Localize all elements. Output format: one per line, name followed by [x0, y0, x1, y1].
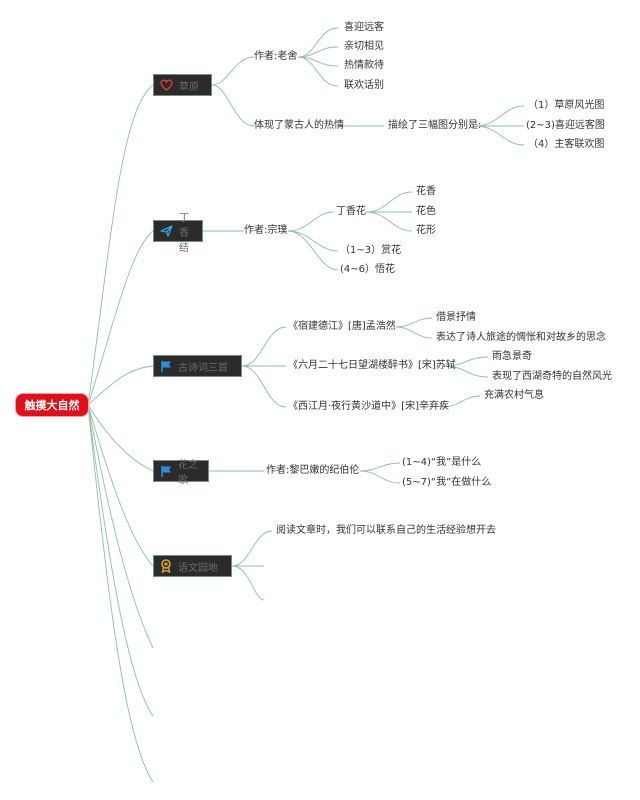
poem-note: 充满农村气息	[484, 390, 544, 401]
branch-node-grassland[interactable]: 草原	[153, 74, 212, 96]
point-text: 热情款待	[344, 60, 384, 71]
branch-label: 草原	[179, 81, 199, 93]
point-text: 联欢话别	[344, 80, 384, 91]
poem-title: 《西江月·夜行黄沙道中》[宋]辛弃疾	[288, 401, 449, 412]
part-text: (4~6）悟花	[340, 264, 396, 275]
poem-title: 《六月二十七日望湖楼醉书》[宋]苏轼	[288, 360, 456, 371]
flag-icon	[161, 360, 171, 372]
part-text: (5~7)“我”在做什么	[402, 477, 492, 488]
author-text: 作者:老舍	[254, 51, 298, 62]
sub-item-text: 花色	[416, 206, 436, 217]
paper-plane-icon	[160, 225, 173, 237]
theme-text: 体现了蒙古人的热情	[254, 120, 344, 131]
sub-text: 丁香花	[336, 206, 366, 217]
branch-node-ancient-poems[interactable]: 古诗词三首	[153, 355, 242, 377]
award-medal-icon	[161, 559, 171, 573]
flag-icon	[161, 465, 171, 477]
desc-text: 描绘了三幅图分别是:	[388, 120, 482, 131]
poem-note: 借景抒情	[436, 312, 476, 323]
poem-note: 雨急景奇	[492, 351, 532, 362]
branch-node-flower-song[interactable]: 花之歌	[153, 460, 209, 486]
author-text: 作者:黎巴嫩的纪伯伦	[266, 465, 360, 476]
root-node[interactable]: 触摸大自然	[16, 394, 88, 416]
branch-label: 丁香结	[179, 212, 189, 254]
picture-text: (2~3)喜迎远客图	[526, 120, 605, 131]
author-text: 作者:宗璞	[244, 225, 288, 236]
part-text: (1~4)“我”是什么	[402, 457, 482, 468]
poem-title: 《宿建德江》[唐]孟浩然	[288, 321, 396, 332]
poem-note: 表达了诗人旅途的惆怅和对故乡的思念	[436, 332, 606, 343]
heart-icon	[160, 79, 173, 91]
sub-item-text: 花香	[416, 186, 436, 197]
note-text: 阅读文章时，我们可以联系自己的生活经验想开去	[276, 525, 496, 536]
poem-note: 表现了西湖奇特的自然风光	[492, 371, 612, 382]
point-text: 亲切相见	[344, 41, 384, 52]
branch-label: 花之歌	[178, 460, 198, 486]
branch-node-chinese-garden[interactable]: 语文园地	[153, 555, 232, 577]
part-text: （1~3）赏花	[340, 245, 402, 256]
branch-label: 古诗词三首	[178, 362, 228, 374]
point-text: 喜迎远客	[344, 22, 384, 33]
picture-text: （4）主客联欢图	[528, 139, 605, 150]
picture-text: （1）草原风光图	[528, 100, 605, 111]
branch-label: 语文园地	[178, 562, 218, 574]
sub-item-text: 花形	[416, 225, 436, 236]
branch-node-lilac[interactable]: 丁香结	[153, 213, 203, 254]
